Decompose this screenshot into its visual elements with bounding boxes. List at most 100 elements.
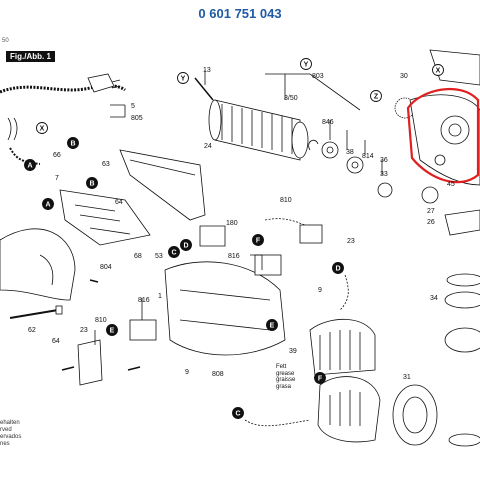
part-callout: 804 bbox=[100, 264, 112, 271]
connection-marker: Z bbox=[370, 90, 382, 102]
fan-guard bbox=[392, 384, 438, 446]
part-callout: 66 bbox=[53, 152, 61, 159]
grease-line: graisse bbox=[276, 377, 296, 383]
part-callout: 1 bbox=[158, 293, 162, 300]
armature bbox=[214, 99, 301, 161]
switch-cover bbox=[119, 149, 206, 221]
switch-assembly bbox=[59, 189, 151, 246]
motor-housing bbox=[164, 261, 286, 356]
part-callout: 39 bbox=[289, 348, 297, 355]
connection-marker: F bbox=[314, 372, 326, 384]
bearing-33 bbox=[377, 182, 393, 198]
part-callout: 23 bbox=[347, 238, 355, 245]
connection-marker: D bbox=[332, 262, 344, 274]
connection-marker: E bbox=[266, 319, 278, 331]
part-callout: 805 bbox=[131, 115, 143, 122]
connection-marker: X bbox=[36, 122, 48, 134]
copyright-line: ervados bbox=[0, 434, 22, 440]
part-callout: 9 bbox=[318, 287, 322, 294]
part-callout: 3/50 bbox=[284, 95, 298, 102]
corner-text: 50 bbox=[2, 38, 9, 44]
part-callout: 36 bbox=[380, 157, 388, 164]
screw-62 bbox=[9, 309, 59, 319]
part-callout: 816 bbox=[138, 297, 150, 304]
strain-relief bbox=[7, 117, 18, 141]
part-callout: 64 bbox=[115, 199, 123, 206]
copyright-fragment: ehalten rved ervados nes bbox=[0, 420, 21, 448]
part-callout: 810 bbox=[95, 317, 107, 324]
connection-marker: C bbox=[232, 407, 244, 419]
part-callout: 53 bbox=[155, 253, 163, 260]
part-callout: 34 bbox=[430, 295, 438, 302]
grease-line: grasa bbox=[276, 383, 292, 390]
marker-letter: D bbox=[335, 266, 340, 273]
part-callout: 9 bbox=[185, 369, 189, 376]
part-callout: 27 bbox=[427, 208, 435, 215]
grease-line: Fett bbox=[276, 364, 287, 370]
part-callout: 64 bbox=[52, 338, 60, 345]
part-callout: 808 bbox=[212, 371, 224, 378]
grease-note: Fett grease graisse grasa bbox=[276, 364, 295, 390]
copyright-line: ehalten bbox=[0, 420, 20, 426]
part-number-title: 0 601 751 043 bbox=[198, 6, 282, 21]
power-cable bbox=[0, 84, 126, 94]
marker-letter: Z bbox=[374, 94, 379, 101]
part-callout: 31 bbox=[403, 374, 411, 381]
copyright-line: nes bbox=[0, 441, 10, 447]
rear-handle bbox=[0, 228, 76, 301]
label-180 bbox=[199, 225, 226, 247]
marker-letter: F bbox=[318, 376, 323, 383]
part-callout: 45 bbox=[447, 181, 455, 188]
part-callout: 180 bbox=[226, 220, 238, 227]
part-callout: 810 bbox=[280, 197, 292, 204]
part-callout: 30 bbox=[400, 73, 408, 80]
marker-letter: E bbox=[270, 323, 275, 330]
copyright-line: rved bbox=[0, 427, 12, 433]
connection-marker: B bbox=[86, 177, 98, 189]
connection-marker: A bbox=[24, 159, 36, 171]
marker-letter: F bbox=[256, 238, 261, 245]
connection-marker: F bbox=[252, 234, 264, 246]
bearing-814 bbox=[346, 156, 364, 174]
highlight-outline bbox=[406, 87, 480, 184]
marker-letter: B bbox=[70, 141, 75, 148]
marker-letter: A bbox=[45, 202, 50, 209]
part-callout: 803 bbox=[312, 73, 324, 80]
part-callout: 23 bbox=[80, 327, 88, 334]
marker-letter: C bbox=[235, 411, 240, 418]
flange-disk bbox=[446, 273, 480, 287]
part-callout: 26 bbox=[427, 219, 435, 226]
part-callout: 68 bbox=[134, 253, 142, 260]
marker-letter: X bbox=[436, 68, 441, 75]
marker-letter: B bbox=[89, 181, 94, 188]
connection-marker: Y bbox=[300, 58, 312, 70]
part-callout: 816 bbox=[228, 253, 240, 260]
part-callout: 13 bbox=[203, 67, 211, 74]
plug-body bbox=[87, 73, 115, 93]
brush-holder-left bbox=[129, 319, 157, 341]
marker-letter: X bbox=[40, 126, 45, 133]
part-callout: 24 bbox=[204, 143, 212, 150]
part-callout: 62 bbox=[28, 327, 36, 334]
marker-letter: A bbox=[27, 163, 32, 170]
marker-letter: Y bbox=[304, 62, 309, 69]
bearing-846 bbox=[321, 141, 339, 159]
part-callout: 38 bbox=[346, 149, 354, 156]
part-callout: 33 bbox=[380, 171, 388, 178]
figure-tag: Fig./Abb. 1 bbox=[6, 51, 55, 62]
part-callout: 7 bbox=[55, 175, 59, 182]
part-callout: 5 bbox=[131, 103, 135, 110]
connection-marker: B bbox=[67, 137, 79, 149]
connection-marker: Y bbox=[177, 72, 189, 84]
connection-marker: E bbox=[106, 324, 118, 336]
connection-marker: A bbox=[42, 198, 54, 210]
field-coil bbox=[309, 318, 376, 376]
insulation-sheet bbox=[77, 339, 103, 386]
marker-letter: D bbox=[183, 243, 188, 250]
part-callout: 846 bbox=[322, 119, 334, 126]
marker-letter: C bbox=[171, 250, 176, 257]
connection-marker: C bbox=[168, 246, 180, 258]
stator-bottom bbox=[317, 376, 381, 443]
